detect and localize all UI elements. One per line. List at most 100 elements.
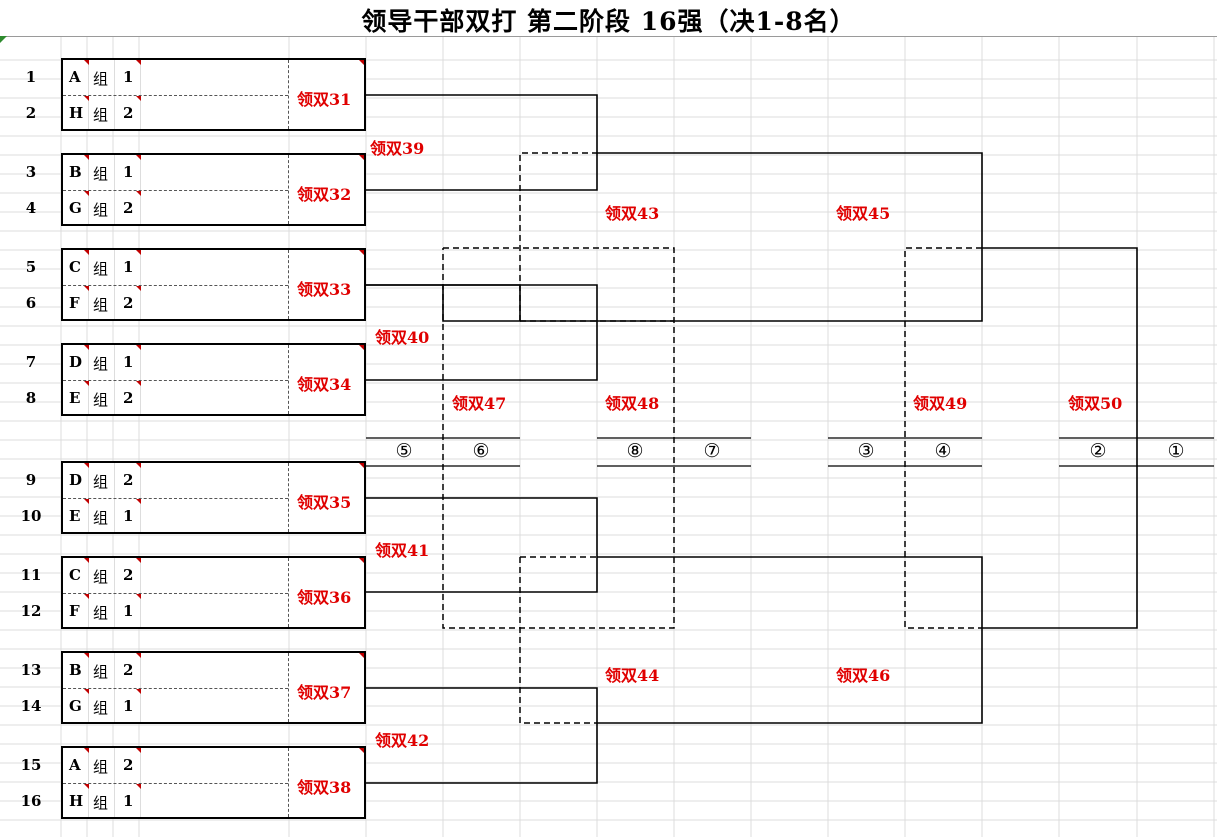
comment-marker [84, 653, 89, 658]
place-7: ⑦ [703, 440, 721, 462]
comment-marker [84, 250, 89, 255]
seed-number: 2 [25, 104, 37, 122]
group-rank: 2 [123, 471, 134, 489]
bracket-small-box [366, 284, 521, 322]
comment-marker [359, 463, 364, 468]
comment-marker [84, 191, 89, 196]
match-label-44: 领双44 [605, 666, 660, 685]
group-rank: 1 [123, 258, 134, 276]
group-letter: D [69, 471, 83, 489]
seed-number: 16 [20, 792, 42, 810]
match-label-45: 领双45 [836, 204, 891, 223]
seed-number: 3 [25, 163, 37, 181]
seed-number: 6 [25, 294, 37, 312]
group-letter: F [69, 294, 80, 312]
group-word: 组 [93, 604, 109, 622]
group-rank: 2 [123, 389, 134, 407]
group-letter: H [69, 792, 84, 810]
seed-number: 4 [25, 199, 37, 217]
match-label-47: 领双47 [452, 394, 507, 413]
group-rank: 1 [123, 602, 134, 620]
comment-marker [136, 653, 141, 658]
comment-marker [136, 463, 141, 468]
group-word: 组 [93, 260, 109, 278]
seed-number: 10 [20, 507, 42, 525]
group-word: 组 [93, 391, 109, 409]
bracket-winner-31-32 [366, 94, 598, 191]
comment-marker [84, 748, 89, 753]
seed-number: 5 [25, 258, 37, 276]
group-letter: G [69, 697, 82, 715]
comment-marker [84, 689, 89, 694]
seed-number: 7 [25, 353, 37, 371]
comment-marker [136, 594, 141, 599]
place-1: ① [1167, 440, 1185, 462]
seed-number: 12 [20, 602, 42, 620]
cell-corner-marker [0, 36, 7, 43]
place-5: ⑤ [395, 440, 413, 462]
loser-path-49 [904, 247, 982, 629]
first-round-match-label: 领双37 [297, 683, 352, 702]
group-letter: A [69, 68, 81, 86]
place-8: ⑧ [626, 440, 644, 462]
match-label-49: 领双49 [913, 394, 968, 413]
seed-number: 11 [20, 566, 42, 584]
match-label-41: 领双41 [375, 541, 430, 560]
group-rank: 2 [123, 566, 134, 584]
group-word: 组 [93, 473, 109, 491]
comment-marker [84, 345, 89, 350]
group-rank: 1 [123, 507, 134, 525]
loser-box-47-48 [442, 247, 675, 629]
comment-marker [84, 60, 89, 65]
comment-marker [136, 345, 141, 350]
comment-marker [84, 594, 89, 599]
group-rank: 1 [123, 68, 134, 86]
first-round-match-label: 领双36 [297, 588, 352, 607]
comment-marker [84, 463, 89, 468]
match-label-50: 领双50 [1068, 394, 1123, 413]
group-rank: 1 [123, 353, 134, 371]
comment-marker [136, 155, 141, 160]
group-letter: E [69, 389, 81, 407]
comment-marker [84, 784, 89, 789]
group-rank: 2 [123, 104, 134, 122]
group-rank: 1 [123, 697, 134, 715]
place-2: ② [1089, 440, 1107, 462]
group-rank: 2 [123, 661, 134, 679]
group-word: 组 [93, 758, 109, 776]
group-word: 组 [93, 509, 109, 527]
seed-number: 14 [20, 697, 42, 715]
comment-marker [84, 558, 89, 563]
group-rank: 2 [123, 756, 134, 774]
title-divider [0, 36, 1217, 37]
match-label-43: 领双43 [605, 204, 660, 223]
comment-marker [136, 689, 141, 694]
first-round-match-label: 领双34 [297, 375, 352, 394]
group-word: 组 [93, 794, 109, 812]
group-word: 组 [93, 201, 109, 219]
first-round-match-label: 领双32 [297, 185, 352, 204]
match-label-42: 领双42 [375, 731, 430, 750]
comment-marker [136, 381, 141, 386]
group-rank: 1 [123, 792, 134, 810]
place-6: ⑥ [472, 440, 490, 462]
group-letter: C [69, 566, 81, 584]
group-word: 组 [93, 699, 109, 717]
group-word: 组 [93, 165, 109, 183]
place-3: ③ [857, 440, 875, 462]
